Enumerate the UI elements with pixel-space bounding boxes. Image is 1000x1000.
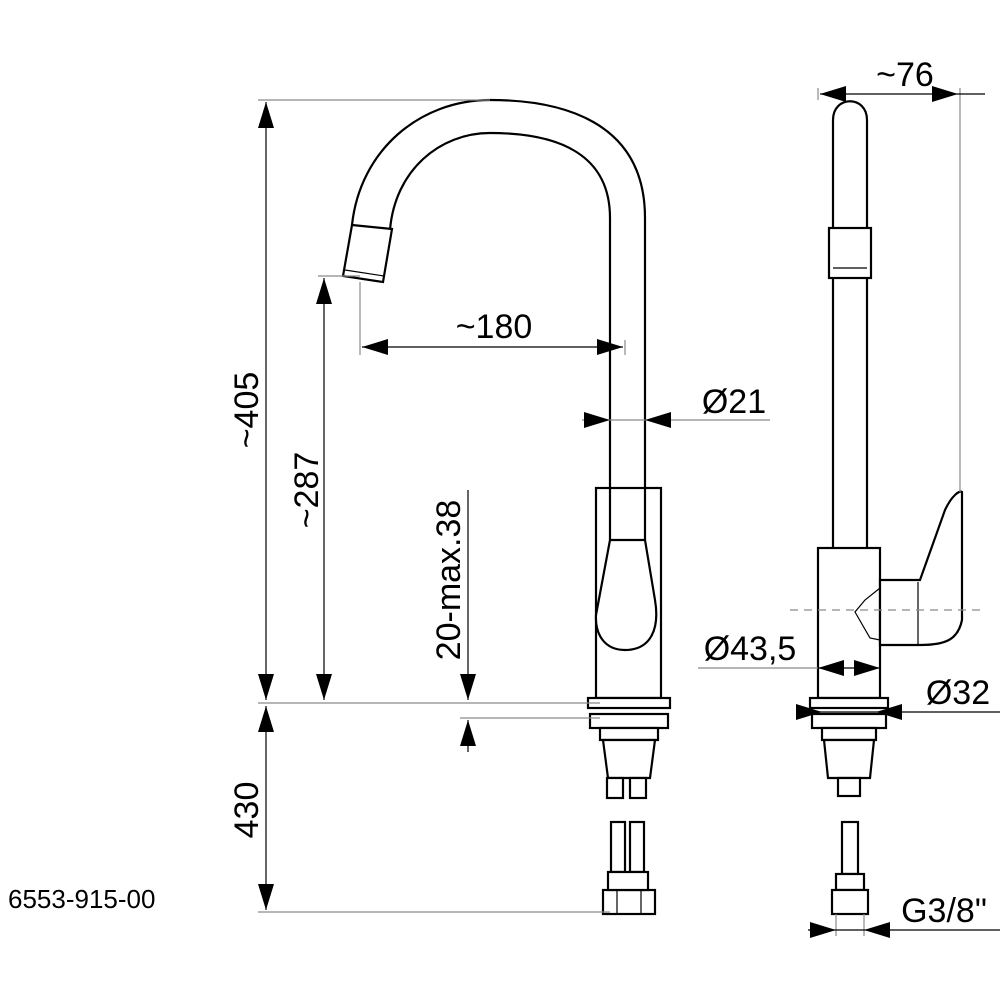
side-lever: [878, 490, 964, 647]
front-view: [341, 98, 672, 916]
dim-body-diameter: Ø43,5: [704, 630, 797, 668]
side-body: [816, 546, 882, 700]
spout-outer: [350, 98, 647, 488]
product-code: 6553-915-00: [8, 884, 155, 914]
dim-total-height: ~405: [228, 372, 266, 449]
front-dimensions: ~405 430 ~287 ~180 Ø21 20-max.38: [228, 99, 770, 913]
aerator: [341, 223, 394, 284]
dim-spout-reach: ~180: [456, 308, 533, 346]
dim-spout-height: ~287: [288, 452, 326, 529]
dim-thread: G3/8": [901, 892, 987, 930]
dim-mount-diameter: Ø32: [926, 674, 990, 712]
dim-hose-length: 430: [228, 782, 266, 839]
dim-countertop-thickness: 20-max.38: [430, 500, 468, 661]
dim-spout-diameter: Ø21: [702, 383, 766, 421]
side-spout: [831, 100, 869, 548]
side-dimensions: ~76 Ø43,5 Ø32 G3/8": [698, 56, 1000, 938]
hose-nut: [601, 888, 657, 916]
base-ring: [586, 696, 672, 710]
lever-handle: [594, 538, 658, 652]
dim-side-width: ~76: [876, 56, 934, 94]
side-view: [808, 100, 964, 916]
spout-inner: [388, 131, 612, 488]
